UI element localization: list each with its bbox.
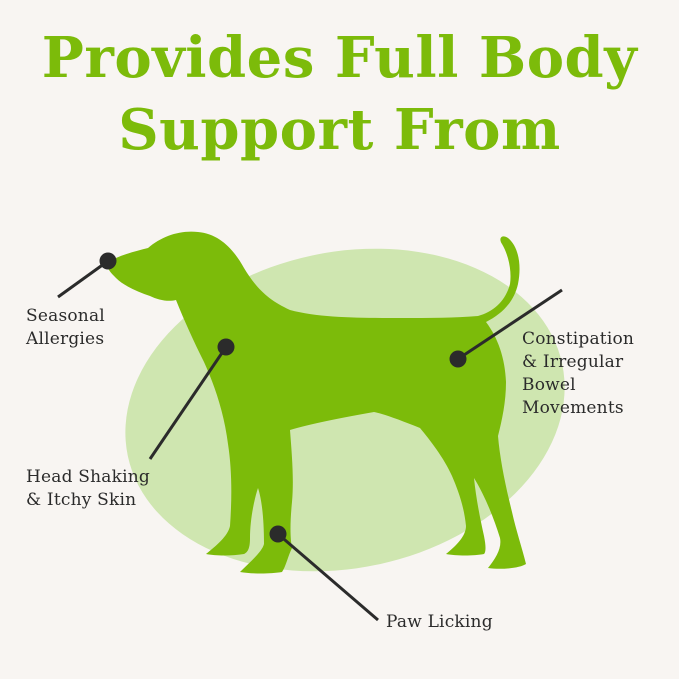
label-line: Allergies <box>26 329 105 349</box>
leader-line-head-shaking <box>148 346 228 460</box>
label-line: Seasonal <box>26 306 105 326</box>
label-line: Movements <box>522 398 624 418</box>
label-line: & Itchy Skin <box>26 490 137 510</box>
callout-dot-constipation <box>449 350 467 368</box>
dog-silhouette-icon <box>107 231 527 574</box>
headline-line-1: Provides Full Body <box>41 25 638 91</box>
label-head-shaking: Head Shaking & Itchy Skin <box>26 466 150 512</box>
leader-line-allergies <box>57 259 109 299</box>
label-line: Constipation <box>522 329 635 349</box>
label-line: Paw Licking <box>386 612 493 632</box>
label-paw-licking: Paw Licking <box>386 611 493 634</box>
headline: Provides Full Body Support From <box>0 22 679 166</box>
label-seasonal-allergies: Seasonal Allergies <box>26 305 105 351</box>
headline-line-2: Support From <box>118 97 561 163</box>
label-line: Head Shaking <box>26 467 151 487</box>
leader-line-paw-licking <box>277 532 379 622</box>
callout-dot-allergies <box>99 252 117 270</box>
callout-dot-paw-licking <box>269 525 287 543</box>
label-line: Bowel <box>522 375 576 395</box>
label-line: & Irregular <box>522 352 624 372</box>
label-constipation: Constipation & Irregular Bowel Movements <box>522 328 634 420</box>
callout-dot-head-shaking <box>217 338 235 356</box>
leader-line-constipation <box>457 288 563 361</box>
